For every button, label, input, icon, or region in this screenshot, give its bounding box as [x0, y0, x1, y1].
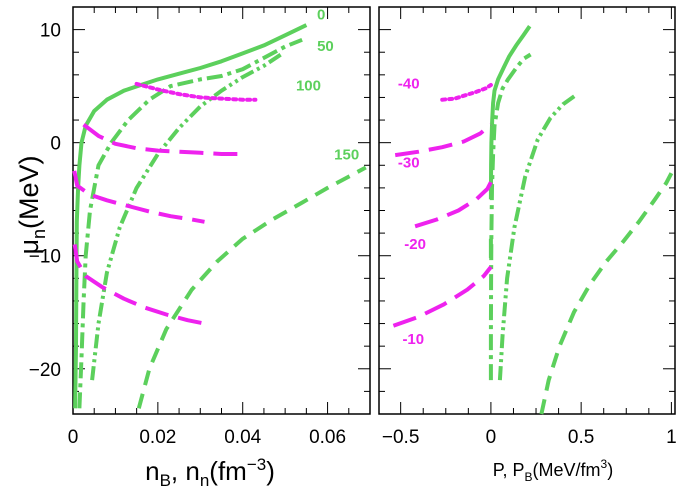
x-tick-label: 0.06: [309, 427, 346, 448]
x-axis-title-left: nB, nn(fm−3): [145, 455, 275, 490]
curve-label: -40: [398, 75, 420, 92]
x-tick-label: 0.02: [139, 427, 176, 448]
series-magenta-longdash-5: [82, 123, 239, 156]
series-green-solid-0: [488, 25, 532, 200]
series-green-dashdotdot-2: [90, 52, 283, 381]
series-green-dashdotdot-3: [497, 93, 577, 381]
x-axis-title-right: P, PB(MeV/fm3): [493, 457, 613, 484]
y-tick-label: 10: [40, 21, 61, 42]
x-tick-label: 0.04: [224, 427, 261, 448]
x-tick-label: 0.5: [568, 427, 594, 448]
y-tick-label: 0: [50, 134, 61, 155]
curve-label: 100: [296, 78, 321, 95]
curve-label: -10: [402, 331, 424, 348]
x-tick-label: 0: [486, 427, 497, 448]
series-green-dashdot-2: [488, 52, 532, 381]
curve-label: 50: [317, 38, 334, 55]
plot-frame-left: [72, 6, 371, 415]
y-tick-label: −20: [29, 360, 61, 381]
curve-label: -30: [398, 155, 420, 172]
series-green-dashdot-1: [77, 37, 303, 409]
series-magenta-longdash-8: [392, 265, 493, 328]
x-tick-label: 0: [68, 427, 79, 448]
plot-frame-right: [378, 6, 676, 415]
series-magenta-dotted-5: [440, 83, 493, 102]
series-magenta-dotted-4: [134, 81, 258, 102]
series-green-dashed-4: [539, 172, 674, 415]
x-tick-label: −0.5: [382, 427, 420, 448]
curve-label: 150: [334, 147, 359, 164]
y-tick-label: −10: [29, 247, 61, 268]
series-magenta-longdash-7: [414, 181, 493, 229]
series-magenta-longdash-7: [72, 244, 205, 326]
x-tick-label: 1: [666, 427, 677, 448]
curve-label: -20: [404, 236, 426, 253]
series-green-solid-0: [73, 23, 308, 409]
y-axis-title: μn(MeV): [14, 155, 49, 254]
series-magenta-longdash-6: [394, 123, 493, 158]
series-magenta-longdash-6: [72, 170, 205, 224]
curve-label: 0: [317, 6, 325, 23]
series-green-dashed-3: [136, 165, 367, 409]
right-panel: −0.5 0 0.5 1 -40 -30 -20 -10: [378, 6, 677, 448]
